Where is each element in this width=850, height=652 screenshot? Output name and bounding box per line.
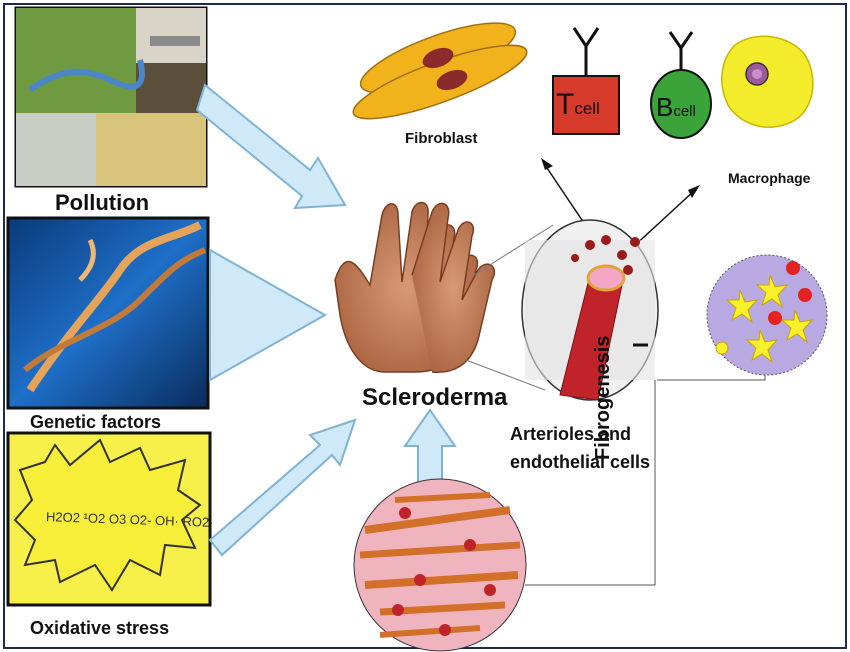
connector-lower [525,380,656,586]
arrow-oxidative [208,418,357,557]
label-fibrogenesis: Fibrogenesis [592,335,614,460]
label-macrophage: Macrophage [728,170,811,186]
label-fibroblast: Fibroblast [405,130,478,147]
t-cell [552,27,620,135]
bcell-label: Bcell [656,92,696,123]
b-cell [650,31,712,139]
tcell-label-main: T [556,88,575,121]
collagen-tissue [353,478,527,652]
dna-image [6,216,210,410]
tcell-label: Tcell [556,88,600,122]
label-pollution: Pollution [55,190,150,215]
label-scleroderma: Scleroderma [362,384,508,411]
connector-upper [657,375,766,381]
label-arterioles: Arterioles and endothelial cells [510,424,651,472]
label-genetic-factors: Genetic factors [30,412,162,432]
fibroblast-cell [352,22,528,120]
hands-image [334,201,496,374]
pollution-image [14,6,208,188]
macrophage-cell [721,35,814,128]
zoom-line-bottom [465,359,546,391]
arrow-to-macrophage [631,185,700,249]
bcell-label-sub: cell [673,103,696,120]
bcell-label-main: B [656,92,674,122]
label-oxidative-stress: Oxidative stress [30,618,170,638]
arteriole-image [521,219,659,401]
arrow-fibrosis-up [403,408,457,486]
fibrosis-tissue [706,254,828,376]
zoom-line-top [473,224,554,276]
tcell-label-sub: cell [574,99,600,118]
oxidative-stress-image [6,431,212,607]
arrow-pollution [195,83,347,210]
arrow-genetic [209,248,328,382]
